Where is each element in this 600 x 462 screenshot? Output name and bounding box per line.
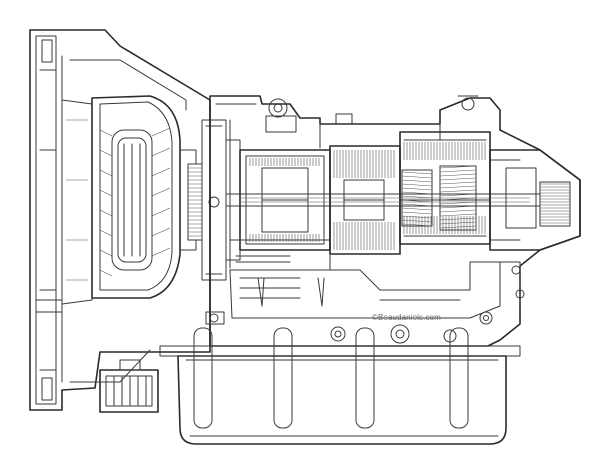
planetary-gearset xyxy=(399,131,491,245)
torque-converter xyxy=(91,95,197,299)
case-bolts xyxy=(205,311,457,344)
output-tailshaft xyxy=(489,149,581,251)
front-pump xyxy=(187,119,241,281)
oil-pan xyxy=(159,327,521,445)
wiring-connector xyxy=(99,359,159,413)
main-case xyxy=(209,95,581,347)
direct-clutch-pack xyxy=(329,145,401,255)
forward-clutch-pack xyxy=(229,149,331,271)
valve-body xyxy=(229,261,525,325)
bell-housing xyxy=(29,29,211,411)
watermark-credit: ©Beaudaniels.com xyxy=(372,313,441,322)
main-shaft xyxy=(225,193,541,207)
